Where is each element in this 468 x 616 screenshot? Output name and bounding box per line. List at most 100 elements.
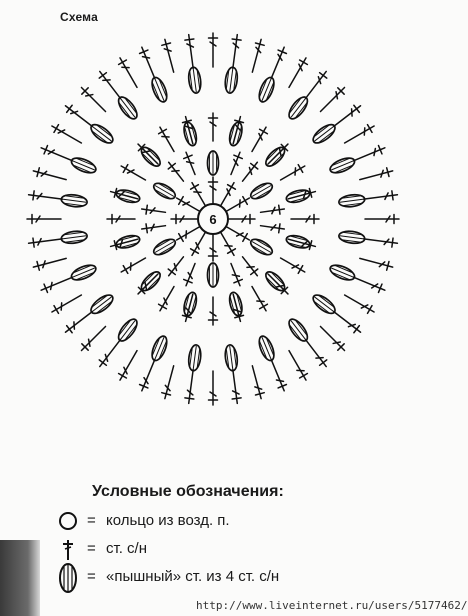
puff-stitch-icon (90, 123, 114, 144)
double-crochet-icon (259, 204, 286, 215)
double-crochet-icon (109, 238, 139, 251)
puff-stitch-icon (60, 230, 88, 245)
double-crochet-icon (51, 294, 83, 315)
legend-label: ст. с/н (106, 540, 147, 557)
double-crochet-icon (267, 273, 289, 295)
double-crochet-icon (230, 262, 244, 287)
puff-stitch-icon (70, 264, 97, 281)
legend-equals: = (87, 512, 96, 529)
double-crochet-icon (279, 163, 306, 181)
double-crochet-icon (27, 237, 64, 248)
double-crochet-icon (138, 46, 156, 80)
double-crochet-icon (137, 273, 159, 295)
double-crochet-icon (343, 294, 375, 315)
double-crochet-icon (109, 187, 139, 200)
double-crochet-icon (230, 151, 244, 176)
puff-stitch-icon (117, 318, 138, 342)
watermark-url: http://www.liveinternet.ru/users/5177462… (196, 599, 468, 612)
double-crochet-icon (140, 204, 167, 215)
puff-stitch-icon (258, 335, 275, 362)
double-crochet-icon (40, 276, 74, 294)
double-crochet-icon (319, 325, 346, 352)
double-crochet-icon (167, 256, 185, 277)
double-crochet-icon (26, 213, 62, 225)
puff-stitch-icon (152, 182, 177, 200)
double-crochet-icon (167, 161, 185, 182)
double-crochet-icon (175, 195, 200, 212)
legend-label: «пышный» ст. из 4 ст. с/н (106, 568, 280, 585)
puff-stitch-icon (59, 563, 77, 593)
puff-stitch-icon (329, 264, 356, 281)
puff-stitch-icon (249, 238, 274, 256)
double-crochet-icon (140, 223, 167, 234)
double-crochet-icon (182, 262, 196, 287)
crochet-diagram: 6 (26, 32, 400, 406)
double-crochet-icon (184, 33, 195, 70)
double-crochet-icon (106, 213, 136, 225)
double-crochet-icon (80, 325, 107, 352)
double-crochet-icon (287, 187, 317, 200)
double-crochet-icon (267, 143, 289, 165)
double-crochet-icon (251, 38, 265, 73)
double-crochet-icon (226, 226, 251, 243)
double-crochet-icon (207, 296, 219, 326)
double-crochet-icon (207, 112, 219, 142)
double-crochet-icon (137, 143, 159, 165)
double-crochet-icon (231, 33, 242, 70)
double-crochet-icon (304, 338, 328, 368)
double-crochet-icon (319, 86, 346, 113)
diagram-title: Схема (60, 10, 98, 24)
double-crochet-icon (207, 176, 219, 204)
puff-stitch-icon (288, 318, 309, 342)
puff-stitch-icon (206, 262, 220, 288)
double-crochet-icon (259, 223, 286, 234)
puff-stitch-icon (338, 193, 366, 208)
puff-stitch-icon (70, 157, 97, 174)
puff-stitch-icon (152, 238, 177, 256)
double-crochet-icon (189, 232, 206, 257)
double-crochet-icon (279, 257, 306, 275)
puff-stitch-icon (206, 150, 220, 176)
double-crochet-icon (63, 540, 73, 560)
puff-stitch-icon (187, 66, 202, 94)
double-crochet-icon (157, 285, 175, 312)
double-crochet-icon (232, 115, 245, 145)
double-crochet-icon (64, 104, 94, 128)
double-crochet-icon (332, 310, 362, 334)
ring-icon (59, 512, 77, 530)
double-crochet-icon (32, 167, 67, 181)
double-crochet-icon (232, 293, 245, 323)
legend-equals: = (87, 568, 96, 585)
double-crochet-icon (288, 349, 309, 381)
puff-stitch-icon (312, 123, 336, 144)
double-crochet-icon (352, 276, 386, 294)
double-crochet-icon (64, 310, 94, 334)
double-crochet-icon (343, 123, 375, 144)
double-crochet-icon (117, 57, 138, 89)
double-crochet-icon (27, 190, 64, 201)
double-crochet-icon (251, 365, 265, 400)
double-crochet-icon (207, 234, 219, 262)
double-crochet-icon (51, 123, 83, 144)
puff-stitch-icon (117, 96, 138, 120)
double-crochet-icon (352, 144, 386, 162)
legend-equals: = (87, 540, 96, 557)
puff-stitch-icon (90, 294, 114, 315)
double-crochet-icon (220, 181, 237, 206)
double-crochet-icon (157, 126, 175, 153)
double-crochet-icon (288, 57, 309, 89)
scan-shadow (0, 540, 40, 616)
double-crochet-icon (120, 257, 147, 275)
puff-stitch-icon (329, 157, 356, 174)
double-crochet-icon (161, 365, 175, 400)
puff-stitch-icon (258, 76, 275, 103)
double-crochet-icon (120, 163, 147, 181)
puff-stitch-icon (224, 66, 239, 94)
double-crochet-icon (241, 256, 259, 277)
puff-stitch-icon (60, 193, 88, 208)
double-crochet-icon (359, 257, 394, 271)
puff-stitch-icon (224, 344, 239, 372)
double-crochet-icon (98, 338, 122, 368)
pattern-page: Схема 6 Условные обозначения: = кольцо и… (0, 10, 468, 616)
double-crochet-icon (364, 213, 400, 225)
